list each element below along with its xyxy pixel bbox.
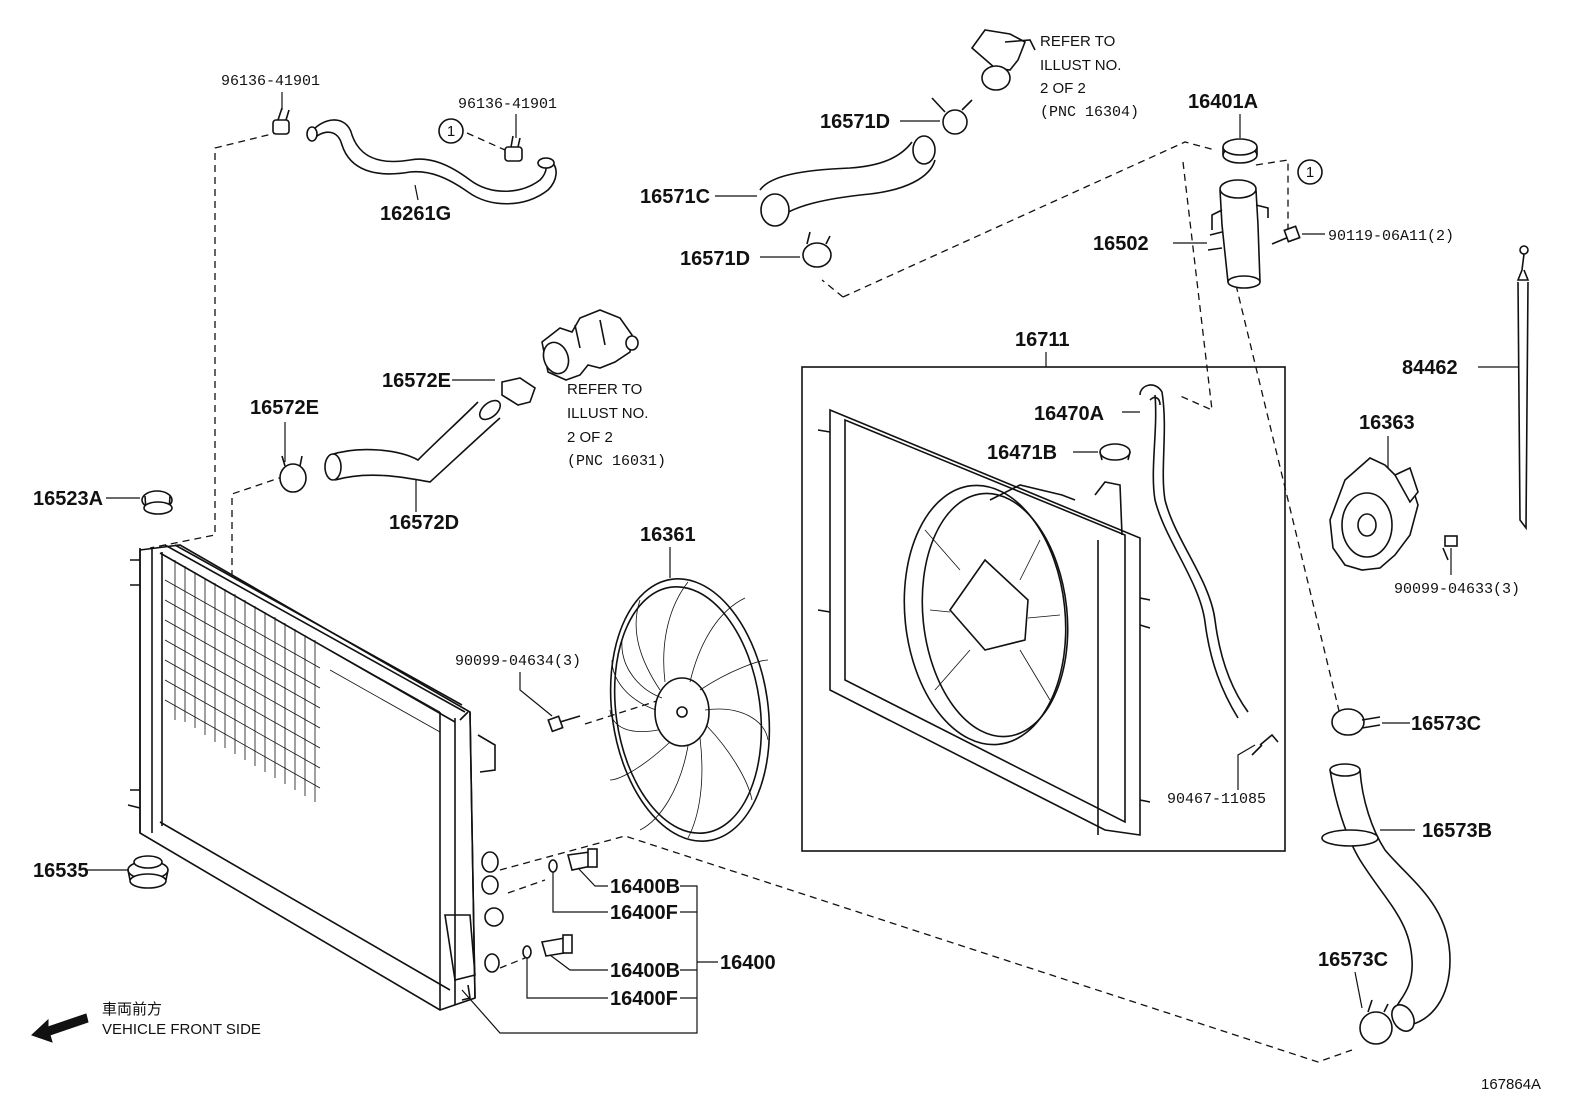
svg-text:(PNC 16031): (PNC 16031) — [567, 453, 666, 470]
level-gauge-84462 — [1516, 245, 1530, 531]
label-16523a: 16523A — [33, 488, 103, 510]
screw-90099-04633 — [1442, 535, 1458, 561]
clamp-16573c-bottom — [1359, 999, 1393, 1045]
water-inlet-ref-mid — [541, 309, 639, 381]
radiator-16400 — [127, 544, 504, 1011]
svg-text:2 OF 2: 2 OF 2 — [1040, 80, 1086, 97]
cap-16471b — [1099, 443, 1131, 461]
label-90099-04634: 90099-04634(3) — [455, 653, 581, 670]
assembly-dashed-lines — [149, 131, 1353, 1063]
label-16572e-right: 16572E — [382, 370, 451, 392]
label-16573c-bottom: 16573C — [1318, 949, 1388, 971]
clamp-16572e-right — [501, 377, 536, 406]
front-label-jp: 車両前方 — [102, 1001, 162, 1018]
label-16502: 16502 — [1093, 233, 1149, 255]
oring-16400f-bottom — [522, 945, 532, 959]
svg-text:1: 1 — [447, 123, 455, 140]
oring-16400f-top — [548, 859, 558, 873]
label-84462: 84462 — [1402, 357, 1458, 379]
label-16363: 16363 — [1359, 412, 1415, 434]
label-16572d: 16572D — [389, 512, 459, 534]
label-16571d-bottom: 16571D — [680, 248, 750, 270]
svg-text:1: 1 — [1306, 164, 1314, 181]
front-arrow-icon — [31, 1013, 89, 1043]
label-16573c-top: 16573C — [1411, 713, 1481, 735]
label-16571d-top: 16571D — [820, 111, 890, 133]
svg-text:REFER TO: REFER TO — [567, 381, 642, 398]
label-16571c: 16571C — [640, 186, 710, 208]
hose-16261g — [306, 119, 557, 205]
svg-text:REFER TO: REFER TO — [1040, 33, 1115, 50]
label-16401a: 16401A — [1188, 91, 1258, 113]
clamp-96136-a — [272, 107, 290, 135]
fan-motor-16363 — [1329, 457, 1419, 571]
svg-text:ILLUST NO.: ILLUST NO. — [567, 405, 648, 422]
label-90119: 90119-06A11(2) — [1328, 228, 1454, 245]
label-16400b-top: 16400B — [610, 876, 680, 898]
label-16711: 16711 — [1015, 329, 1070, 351]
label-16400f-bottom: 16400F — [610, 988, 678, 1010]
front-label-en: VEHICLE FRONT SIDE — [102, 1021, 261, 1038]
label-96136-b: 96136-41901 — [458, 96, 557, 113]
bolt-90119 — [1271, 225, 1301, 245]
label-16470a: 16470A — [1034, 403, 1104, 425]
refer-note-top: REFER TO ILLUST NO. 2 OF 2 (PNC 16304) — [1040, 33, 1139, 121]
clamp-16571d-top — [931, 97, 973, 135]
hose-16470a — [1139, 384, 1249, 719]
cap-16401a — [1222, 138, 1258, 164]
label-16471b: 16471B — [987, 442, 1057, 464]
shroud-group-16711 — [801, 366, 1286, 852]
clamp-96136-b — [504, 135, 523, 162]
clamp-90467 — [1251, 733, 1279, 756]
clamp-16571d-bottom — [802, 231, 832, 268]
hose-16572d — [324, 399, 502, 483]
label-16573b: 16573B — [1422, 820, 1492, 842]
drain-plug-16400b-bottom — [540, 934, 573, 957]
label-16572e-left: 16572E — [250, 397, 319, 419]
fan-16361 — [609, 578, 771, 842]
label-16261g: 16261G — [380, 203, 451, 225]
leader-lines — [86, 92, 1518, 1034]
label-16361: 16361 — [640, 524, 696, 546]
label-90099-04633: 90099-04633(3) — [1394, 581, 1520, 598]
drain-plug-16400b-top — [566, 848, 598, 871]
svg-text:2 OF 2: 2 OF 2 — [567, 429, 613, 446]
refer-note-mid: REFER TO ILLUST NO. 2 OF 2 (PNC 16031) — [567, 381, 666, 470]
label-16535: 16535 — [33, 860, 89, 882]
label-16400b-bottom: 16400B — [610, 960, 680, 982]
part-labels: 96136-41901 96136-41901 16261G 16571D 16… — [33, 73, 1520, 1010]
illustration-id: 167864A — [1481, 1076, 1541, 1093]
screw-90099-04634 — [547, 715, 581, 733]
svg-text:(PNC 16304): (PNC 16304) — [1040, 104, 1139, 121]
label-90467: 90467-11085 — [1167, 791, 1266, 808]
grommet-16535 — [127, 855, 169, 889]
hose-16573b — [1321, 763, 1451, 1032]
radiator-plug-16523a — [141, 490, 173, 515]
water-outlet-16502 — [1207, 179, 1269, 289]
callout-circle-icon-left: 1 — [438, 118, 464, 144]
clamp-16573c-top — [1331, 708, 1381, 736]
hose-16571c — [759, 135, 936, 227]
label-16400f-top: 16400F — [610, 902, 678, 924]
thermostat-housing-ref-top — [970, 29, 1036, 91]
label-16400: 16400 — [720, 952, 776, 974]
vehicle-front-indicator: 車両前方 VEHICLE FRONT SIDE — [31, 1001, 261, 1043]
clamp-16572e-left — [279, 455, 307, 493]
svg-text:ILLUST NO.: ILLUST NO. — [1040, 57, 1121, 74]
callout-circle-icon-right: 1 — [1297, 159, 1323, 185]
label-96136-a: 96136-41901 — [221, 73, 320, 90]
